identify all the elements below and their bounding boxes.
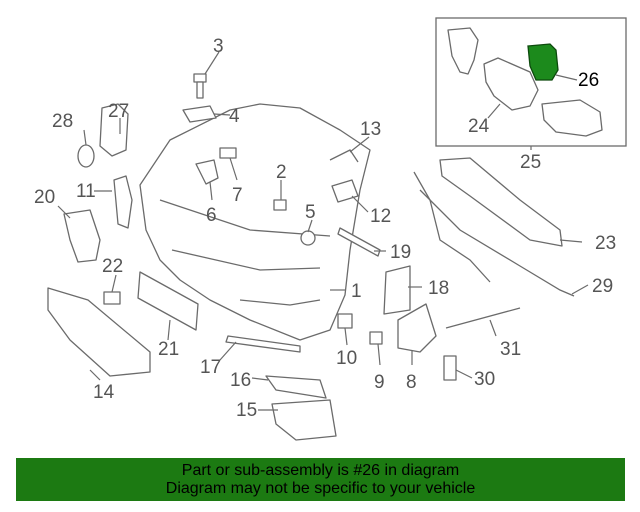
part-29-wiring[interactable]: [413, 171, 575, 297]
part-26-highlighted[interactable]: [527, 43, 559, 81]
callout-24: 24: [468, 116, 490, 137]
callout-26: 26: [578, 70, 599, 91]
callout-16: 16: [230, 370, 251, 391]
callout-23: 23: [595, 233, 616, 254]
part-15-grille[interactable]: [271, 399, 337, 441]
callout-12: 12: [370, 206, 391, 227]
callout-17: 17: [200, 357, 221, 378]
part-3-bolt[interactable]: [193, 73, 207, 99]
part-18-bracket[interactable]: [383, 265, 411, 315]
callout-22: 22: [102, 256, 123, 277]
part-16-trim[interactable]: [265, 375, 327, 399]
callout-9: 9: [374, 372, 385, 393]
part-9-bolt[interactable]: [369, 331, 383, 345]
part-22-bolt[interactable]: [103, 291, 121, 305]
part-23-reinforcement[interactable]: [439, 157, 563, 247]
part-19-strip[interactable]: [337, 227, 381, 257]
callout-29: 29: [592, 276, 613, 297]
part-4-clip[interactable]: [182, 105, 217, 123]
callout-7: 7: [232, 185, 243, 206]
part-6-sensor-holder[interactable]: [195, 159, 219, 185]
part-1-bumper-cover[interactable]: [139, 103, 371, 341]
callout-1: 1: [351, 281, 362, 302]
part-14-grille[interactable]: [47, 287, 151, 377]
callout-14: 14: [93, 382, 115, 403]
callout-6: 6: [206, 205, 217, 226]
callout-30: 30: [474, 369, 495, 390]
part-2-bolt[interactable]: [273, 199, 287, 211]
callout-18: 18: [428, 278, 449, 299]
part-31-sensor-cable[interactable]: [445, 307, 521, 329]
part-28-ring[interactable]: [77, 144, 95, 168]
part-8-bracket[interactable]: [397, 303, 437, 353]
part-21-plate[interactable]: [137, 271, 199, 331]
part-13-hose[interactable]: [329, 149, 359, 163]
parts-diagram: 3 4 27 28 13 20 11 6 7 2 5 12 19 18 1 22…: [34, 17, 627, 441]
callout-13: 13: [360, 119, 381, 140]
callout-2: 2: [276, 162, 287, 183]
notice-line-1: Part or sub-assembly is #26 in diagram: [181, 462, 460, 479]
callout-15: 15: [236, 400, 257, 421]
notice-line-2: Diagram may not be specific to your vehi…: [165, 480, 476, 497]
callout-28: 28: [52, 111, 73, 132]
part-11-bracket[interactable]: [113, 175, 133, 229]
callout-10: 10: [336, 348, 357, 369]
callout-21: 21: [158, 339, 179, 360]
callout-20: 20: [34, 187, 55, 208]
part-20-bracket[interactable]: [63, 209, 101, 263]
callout-27: 27: [108, 101, 129, 122]
part-24-absorber[interactable]: [447, 27, 603, 137]
part-5-clip[interactable]: [300, 230, 316, 246]
callout-5: 5: [305, 202, 316, 223]
notice-banner: Part or sub-assembly is #26 in diagram D…: [16, 458, 625, 501]
callout-8: 8: [406, 372, 417, 393]
callout-3: 3: [213, 36, 224, 57]
part-27-sensor[interactable]: [99, 103, 129, 157]
part-17-trim[interactable]: [225, 335, 301, 353]
callout-31: 31: [500, 339, 521, 360]
callout-25: 25: [520, 152, 541, 173]
part-30-sensor[interactable]: [443, 355, 457, 381]
callout-11: 11: [76, 181, 96, 202]
part-7-bolt[interactable]: [219, 147, 237, 159]
part-10-clip[interactable]: [337, 313, 353, 329]
leader-lines: [57, 51, 589, 411]
part-12-bracket[interactable]: [331, 179, 359, 203]
callout-4: 4: [229, 106, 240, 127]
callout-19: 19: [390, 242, 411, 263]
